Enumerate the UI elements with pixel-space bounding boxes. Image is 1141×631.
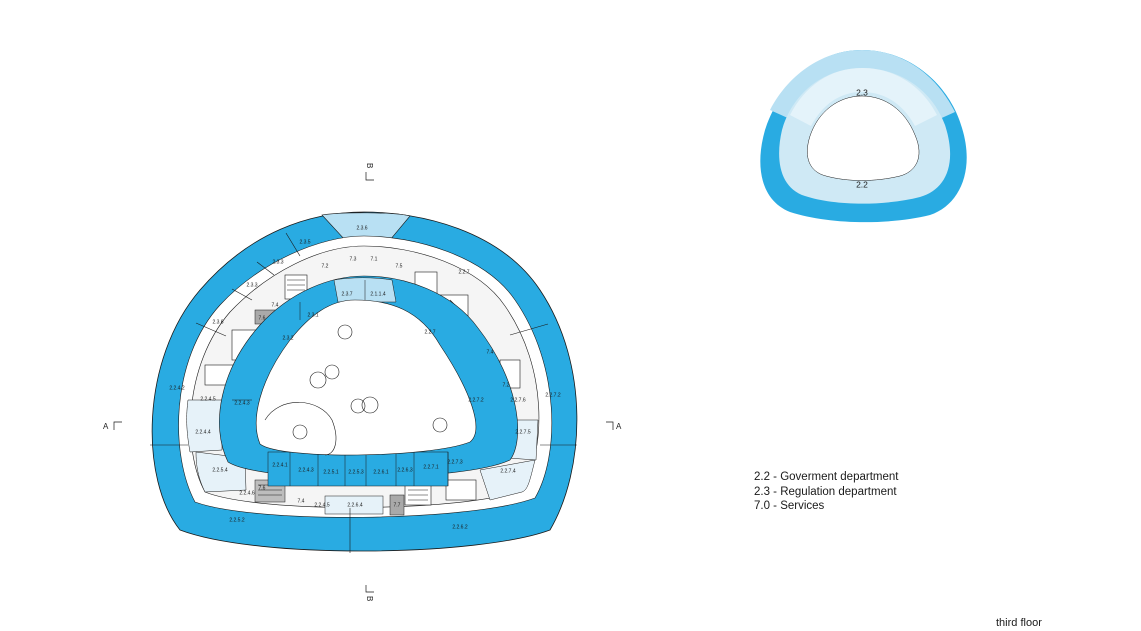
room-label: 2.2.4.5 bbox=[200, 396, 216, 402]
room-label: 2.2.5.3 bbox=[348, 469, 364, 475]
room-label: 2.3.6 bbox=[356, 225, 367, 231]
room-label: 2.2.4.5 bbox=[314, 502, 330, 508]
floor-label: third floor bbox=[996, 617, 1042, 629]
room-label: 2.3.3 bbox=[272, 259, 283, 265]
legend-item-2-2: 2.2 - Goverment department bbox=[754, 471, 899, 483]
key-plan-top-label: 2.3 bbox=[856, 87, 868, 97]
section-marker-a-right: A bbox=[616, 422, 622, 431]
outer-office-ring bbox=[150, 211, 578, 553]
room-label: 2.2.4.4 bbox=[195, 429, 211, 435]
room-label: 2.3.5 bbox=[299, 239, 310, 245]
room-label: 2.2.4.3 bbox=[298, 467, 314, 473]
section-marker-a-left: A bbox=[103, 422, 109, 431]
room-label: 7.2 bbox=[503, 382, 510, 388]
room-label: 2.2.5.1 bbox=[323, 469, 339, 475]
room-label: 2.2.4.3 bbox=[234, 400, 250, 406]
room-label: 2.2.4.2 bbox=[169, 385, 185, 391]
room-label: 2.1.1.4 bbox=[370, 291, 386, 297]
room-label: 7.5 bbox=[396, 263, 403, 269]
room-label: 2.2.7.2 bbox=[545, 392, 561, 398]
room-label: 2.2.5.2 bbox=[229, 517, 245, 523]
room-label: 2.2.6.1 bbox=[373, 469, 389, 475]
room-label: 2.2.6.2 bbox=[452, 524, 468, 530]
room-label: 7.2 bbox=[322, 263, 329, 269]
room-label: 2.2.5.4 bbox=[212, 467, 228, 473]
room-labels: 2.3.6 2.3.5 2.3.3 2.3.3 2.3.6 2.2.4.2 2.… bbox=[169, 225, 561, 530]
room-label: 2.2.7.3 bbox=[447, 459, 463, 465]
room-label: 7.4 bbox=[487, 349, 494, 355]
room-label: 2.2.7.1 bbox=[423, 464, 439, 470]
room-label: 7.1 bbox=[371, 256, 378, 262]
section-markers bbox=[113, 172, 614, 593]
room-label: 2.3.2 bbox=[282, 335, 293, 341]
room-label: 2.2.4.1 bbox=[272, 462, 288, 468]
section-marker-b-top: B bbox=[365, 163, 374, 168]
legend-item-7-0: 7.0 - Services bbox=[754, 500, 825, 512]
room-label: 2.2.4.6 bbox=[239, 490, 255, 496]
room-label: 2.2.7.2 bbox=[468, 397, 484, 403]
room-label: 2.2.7 bbox=[458, 269, 469, 275]
room-label: 7.6 bbox=[259, 315, 266, 321]
key-plan: 2.3 2.2 bbox=[760, 50, 967, 223]
room-label: 7.4 bbox=[272, 302, 279, 308]
room-label: 2.2.7.4 bbox=[500, 468, 516, 474]
room-label: 2.3.6 bbox=[212, 319, 223, 325]
room-label: 2.2.6.3 bbox=[397, 467, 413, 473]
room-label: 2.2.6.4 bbox=[347, 502, 363, 508]
legend: 2.2 - Goverment department 2.3 - Regulat… bbox=[754, 470, 898, 514]
key-plan-bottom-label: 2.2 bbox=[856, 179, 868, 189]
legend-item-2-3: 2.3 - Regulation department bbox=[754, 485, 897, 498]
room-label: 7.6 bbox=[259, 485, 266, 491]
room-label: 2.3.1 bbox=[307, 312, 318, 318]
room-label: 2.2.7 bbox=[424, 329, 435, 335]
room-label: 2.2.7.5 bbox=[515, 429, 531, 435]
inner-office-ring bbox=[218, 275, 519, 487]
room-label: 7.7 bbox=[394, 502, 401, 508]
room-label: 2.3.3 bbox=[246, 282, 257, 288]
section-marker-b-bottom: B bbox=[365, 596, 374, 601]
room-label: 7.4 bbox=[298, 498, 305, 504]
room-label: 2.3.7 bbox=[341, 291, 352, 297]
room-label: 7.3 bbox=[350, 256, 357, 262]
room-label: 2.2.7.6 bbox=[510, 397, 526, 403]
